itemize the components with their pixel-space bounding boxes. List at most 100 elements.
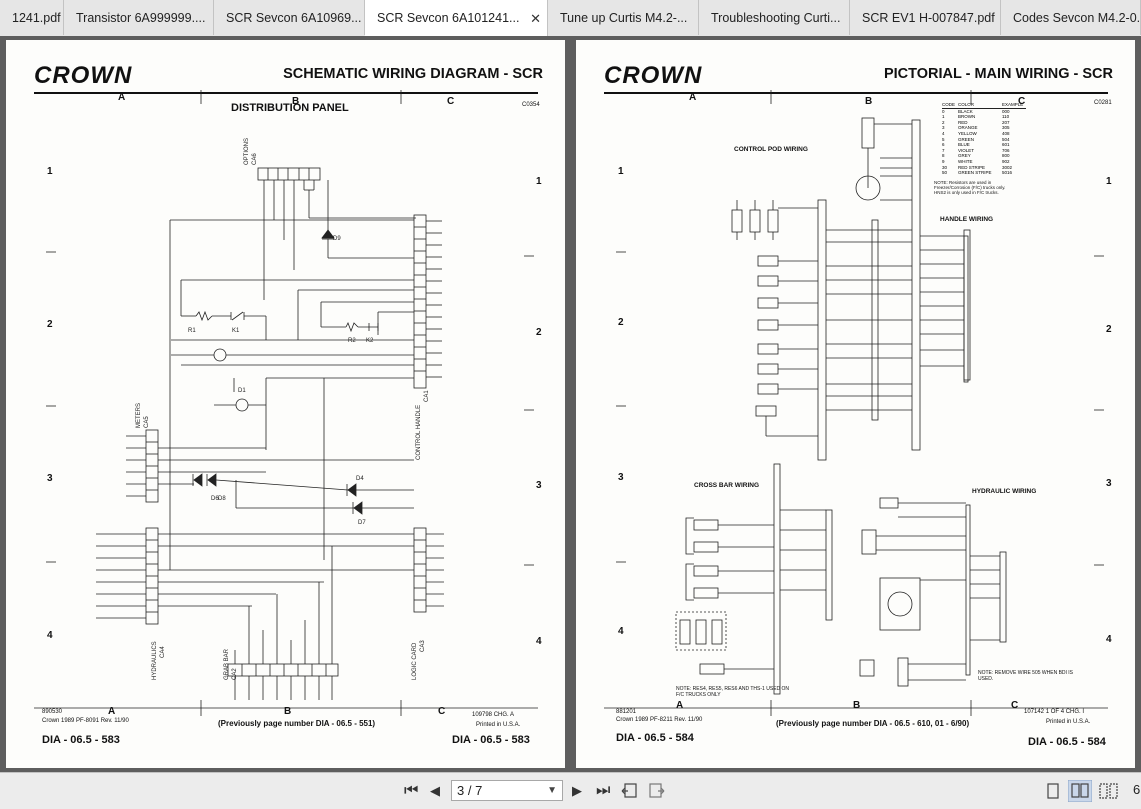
bottom-toolbar: ⏮ ◀ 3 / 7 ▼ ▶ ⏭ 6 [0,772,1141,809]
footer-left-rev: Crown 1989 PF-8211 Rev. 11/90 [616,717,703,723]
grid-row-2: 2 [618,317,624,328]
grid-col-a-bottom: A [108,706,116,717]
continuous-view-icon[interactable] [1098,782,1120,800]
tab-8[interactable]: Codes Sevcon M4.2-0... [1001,0,1141,35]
grid-row-2: 2 [47,319,53,330]
document-viewer[interactable]: CROWN SCHEMATIC WIRING DIAGRAM - SCR A B… [0,36,1141,772]
grid-row-1: 1 [618,166,624,177]
d8-label: D8 [218,496,226,502]
ca5-label: CA5 [144,416,150,428]
header-color: COLOR [958,102,975,107]
ca2-label: CA2 [232,668,238,680]
page-title: PICTORIAL - MAIN WIRING - SCR [883,66,1113,82]
grab-bar-label: GRAB BAR [224,648,230,680]
row-color: BLACK [958,108,973,114]
note-fc-trucks: NOTE: RES4, RES5, RES6 AND THS-1 USED ON… [676,686,789,698]
row-color: VIOLET [958,147,975,153]
r1-label: R1 [188,328,196,334]
meters-label: METERS [136,403,142,428]
single-page-view-icon[interactable] [1044,782,1062,800]
go-forward-view-icon[interactable] [646,781,666,801]
last-page-icon[interactable]: ⏭ [596,782,611,799]
tab-4-active[interactable]: SCR Sevcon 6A101241... ✕ [365,0,548,37]
grid-col-c: C [1018,96,1026,107]
crown-logo: CROWN [34,62,133,89]
r2-label: R2 [348,338,356,344]
footer-left-code: 881201 [616,709,637,715]
footer-printed: Printed in U.S.A. [1046,719,1091,725]
grid-row-4: 4 [47,630,53,641]
footer-right-code: 107142 1 OF 4 CHG. I [1024,709,1085,715]
tab-7[interactable]: SCR EV1 H-007847.pdf [850,0,1001,35]
grid-col-c-bottom: C [438,706,446,717]
d7-label: D7 [358,520,366,526]
drawing-code: C0354 [522,102,540,108]
row-code: 9 [942,158,945,164]
tab-5[interactable]: Tune up Curtis M4.2-... [548,0,699,35]
two-page-view-icon[interactable] [1068,780,1092,802]
next-page-icon[interactable]: ▶ [572,783,582,798]
row-code: 3 [942,125,945,131]
footer-left-code: 890530 [42,709,63,715]
row-example: 800 [1002,153,1010,159]
grid-row-1-right: 1 [1106,176,1112,187]
zoom-level[interactable]: 6 [1133,782,1141,797]
close-icon[interactable]: ✕ [530,11,541,26]
row-example: 504 [1002,136,1010,142]
pictorial-wiring-diagram [604,90,1108,716]
first-page-icon[interactable]: ⏮ [404,782,419,799]
dia-number-left: DIA - 06.5 - 583 [42,734,120,746]
tab-label: SCR Sevcon 6A101241... [377,11,520,25]
page-number-select[interactable]: 3 / 7 ▼ [451,780,563,801]
options-label: OPTIONS [244,138,250,165]
pdf-page-left: CROWN SCHEMATIC WIRING DIAGRAM - SCR A B… [6,40,565,768]
row-code: 6 [942,142,945,148]
row-color: WHITE [958,158,973,164]
tab-label: SCR Sevcon 6A10969... [226,11,362,25]
row-color: YELLOW [958,130,977,136]
row-code: 30 [942,164,948,170]
tab-2[interactable]: Transistor 6A999999.... [64,0,214,35]
k1-label: K1 [232,328,240,334]
row-color: RED [958,119,968,125]
grid-row-4-right: 4 [1106,634,1112,645]
grid-row-4: 4 [618,626,624,637]
tab-label: Tune up Curtis M4.2-... [560,11,688,25]
row-example: 5016 [1002,170,1013,176]
row-color: BROWN [958,114,976,120]
diagram-subtitle: DISTRIBUTION PANEL [231,102,349,114]
grid-col-c: C [447,96,455,107]
tab-1[interactable]: 1241.pdf [0,0,64,35]
tab-3[interactable]: SCR Sevcon 6A10969... [214,0,365,35]
grid-col-b: B [292,96,300,107]
row-example: 706 [1002,147,1010,153]
row-example: 110 [1002,114,1010,120]
row-color: GREEN STRIPE [958,170,992,176]
previous-page-icon[interactable]: ◀ [430,783,440,798]
tab-bar: 1241.pdf Transistor 6A999999.... SCR Sev… [0,0,1141,37]
dia-number-right: DIA - 06.5 - 583 [452,734,530,746]
row-color: RED STRIPE [958,164,986,170]
grid-col-b: B [865,96,873,107]
row-code: 50 [942,170,948,176]
grid-row-1: 1 [47,166,53,177]
dia-number-right: DIA - 06.5 - 584 [1028,736,1106,748]
grid-col-c-bottom: C [1011,700,1019,711]
d1-label: D1 [238,388,246,394]
grid-row-1-right: 1 [536,176,542,187]
row-example: 408 [1002,130,1010,136]
go-back-view-icon[interactable] [620,781,640,801]
d9-label: D9 [333,236,341,242]
tab-6[interactable]: Troubleshooting Curti... [699,0,850,35]
dia-number-left: DIA - 06.5 - 584 [616,732,694,744]
page-number-value: 3 / 7 [457,783,483,798]
grid-col-a: A [689,92,697,103]
